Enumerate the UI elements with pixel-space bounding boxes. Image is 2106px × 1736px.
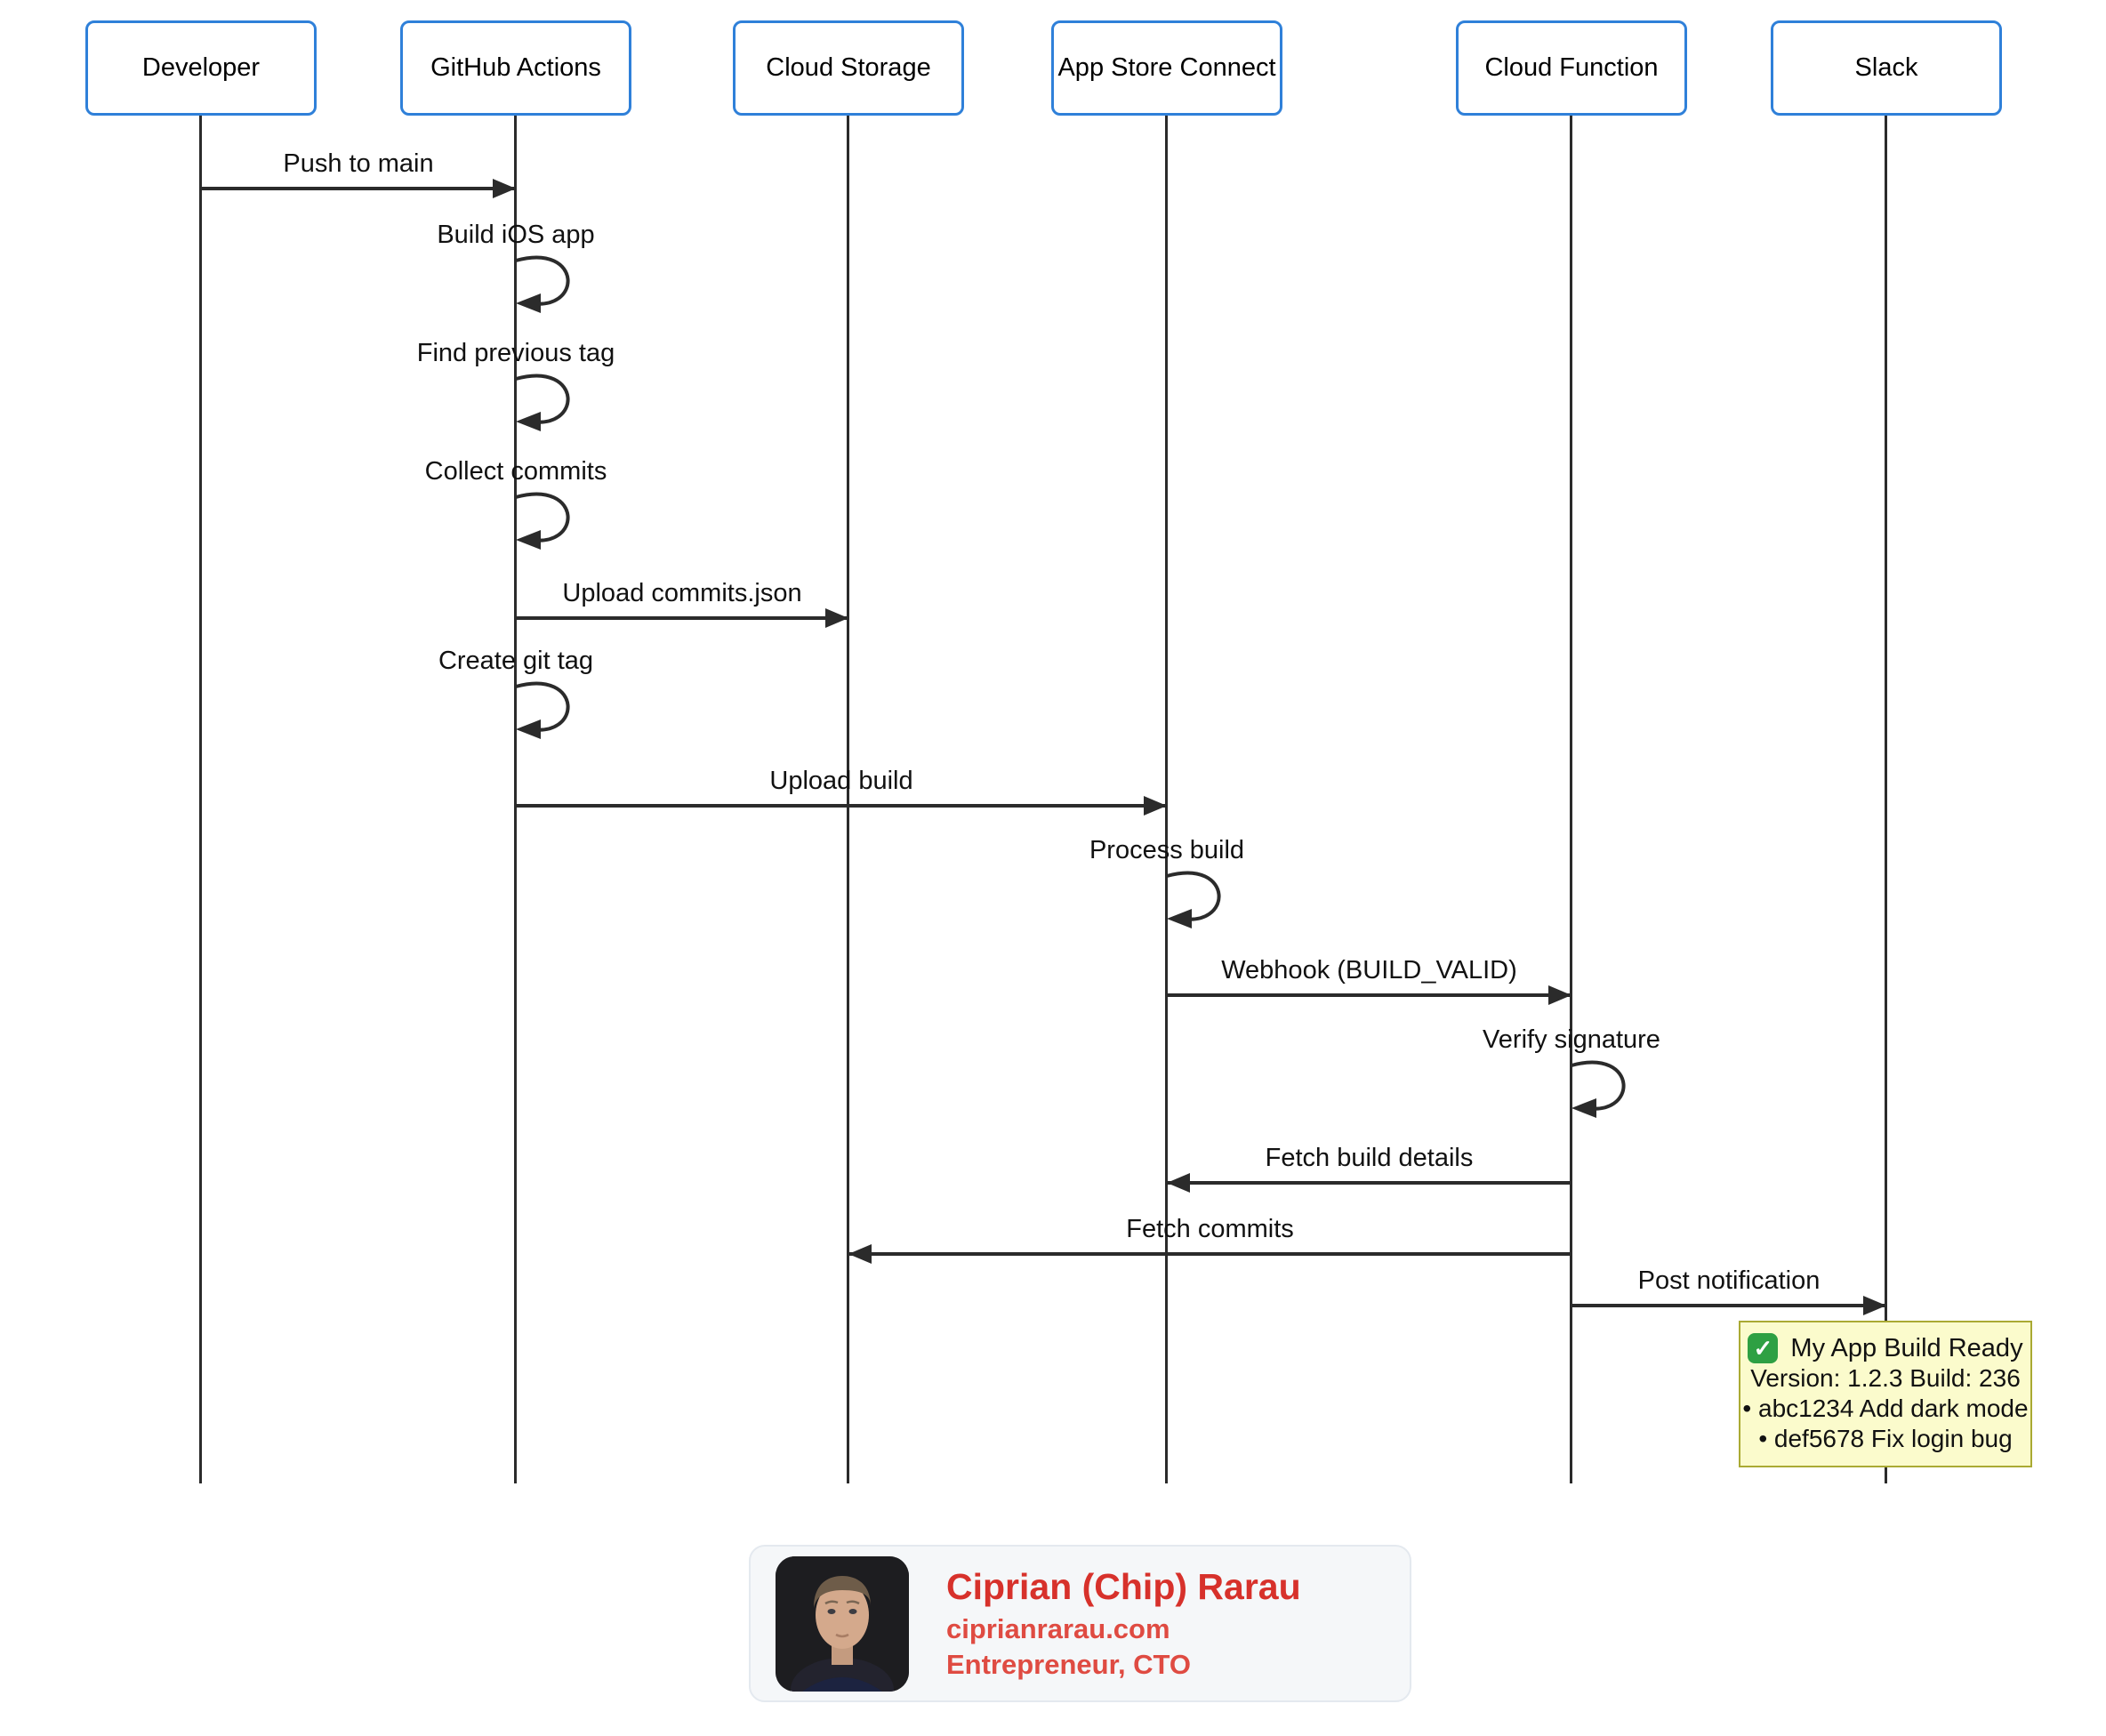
- participant-developer: Developer: [85, 20, 317, 116]
- profile-website: ciprianrarau.com: [946, 1612, 1170, 1644]
- avatar: [776, 1555, 909, 1692]
- note-line: • def5678 Fix login bug: [1758, 1425, 2013, 1452]
- participant-slack: Slack: [1771, 20, 2002, 116]
- self-message-label: Find previous tag: [416, 339, 615, 367]
- lifeline-cloud-function: [1570, 116, 1572, 1483]
- lifeline-cloud-storage: [847, 116, 849, 1483]
- notification-note: ✓ My App Build Ready Version: 1.2.3 Buil…: [1739, 1321, 2032, 1467]
- check-mark-button-icon: ✓: [1748, 1333, 1779, 1363]
- avatar-portrait-icon: [776, 1555, 909, 1692]
- message-label: Push to main: [283, 149, 434, 178]
- message-label: Fetch build details: [1265, 1144, 1474, 1172]
- arrowhead-right-icon: [1144, 796, 1167, 816]
- self-loop-arrow-icon: [1571, 1060, 1626, 1118]
- note-line: • abc1234 Add dark mode: [1742, 1394, 2029, 1422]
- message-label: Upload commits.json: [562, 579, 802, 607]
- message-arrow: [516, 616, 848, 620]
- message-arrow: [516, 804, 1167, 808]
- self-loop-arrow-icon: [515, 681, 570, 739]
- arrowhead-right-icon: [1863, 1296, 1886, 1315]
- message-label: Upload build: [769, 767, 913, 795]
- self-message-label: Collect commits: [424, 457, 607, 486]
- self-message-label: Process build: [1089, 836, 1245, 864]
- message-arrow: [1167, 993, 1571, 997]
- participant-cloud-function: Cloud Function: [1456, 20, 1687, 116]
- author-profile-card: Ciprian (Chip) Rarau ciprianrarau.com En…: [749, 1545, 1411, 1702]
- self-loop-arrow-icon: [515, 374, 570, 431]
- note-line: Version: 1.2.3 Build: 236: [1750, 1364, 2021, 1392]
- message-arrow: [201, 187, 516, 190]
- participant-app-store-connect: App Store Connect: [1051, 20, 1282, 116]
- message-arrow: [848, 1252, 1571, 1256]
- self-message-label: Build iOS app: [437, 221, 595, 249]
- message-label: Fetch commits: [1126, 1215, 1294, 1243]
- message-arrow: [1571, 1304, 1886, 1307]
- message-label: Webhook (BUILD_VALID): [1221, 956, 1517, 985]
- self-loop-arrow-icon: [1166, 871, 1221, 928]
- participant-github-actions: GitHub Actions: [400, 20, 631, 116]
- participant-cloud-storage: Cloud Storage: [733, 20, 964, 116]
- profile-name: Ciprian (Chip) Rarau: [946, 1565, 1301, 1607]
- arrowhead-left-icon: [848, 1244, 872, 1264]
- self-loop-arrow-icon: [515, 255, 570, 313]
- note-title: My App Build Ready: [1790, 1333, 2023, 1362]
- message-arrow: [1167, 1181, 1571, 1185]
- self-message-label: Create git tag: [438, 647, 594, 675]
- profile-title: Entrepreneur, CTO: [946, 1648, 1192, 1680]
- self-loop-arrow-icon: [515, 492, 570, 550]
- arrowhead-right-icon: [825, 608, 848, 628]
- lifeline-github-actions: [514, 116, 517, 1483]
- lifeline-developer: [199, 116, 202, 1483]
- arrowhead-right-icon: [1548, 985, 1571, 1005]
- self-message-label: Verify signature: [1483, 1025, 1660, 1054]
- arrowhead-right-icon: [493, 179, 516, 198]
- lifeline-slack: [1885, 116, 1887, 1483]
- arrowhead-left-icon: [1167, 1173, 1190, 1193]
- message-label: Post notification: [1637, 1266, 1821, 1295]
